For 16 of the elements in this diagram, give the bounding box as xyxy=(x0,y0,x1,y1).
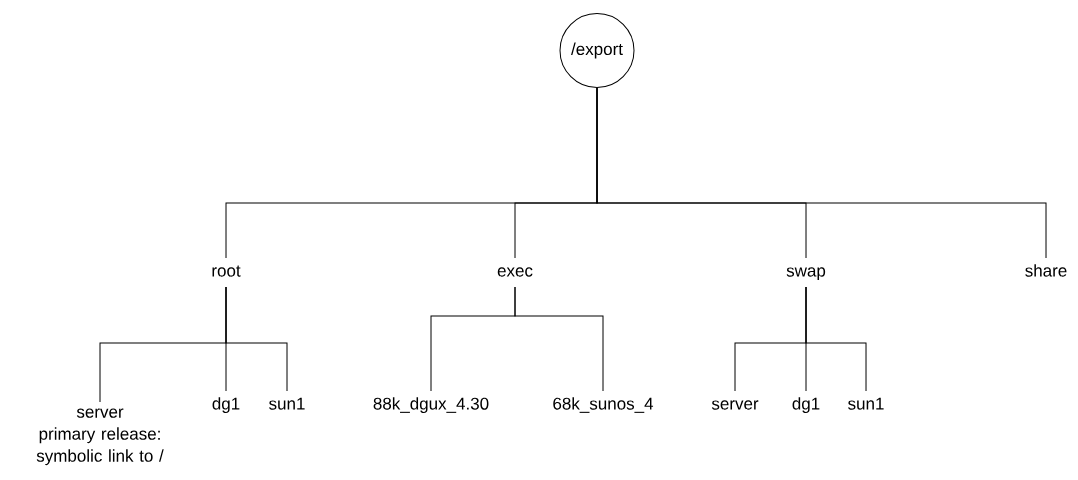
tree-line xyxy=(805,286,867,392)
directory-name: root xyxy=(212,265,241,277)
directory-name: sun1 xyxy=(848,397,884,410)
tree-line xyxy=(225,286,288,392)
directory-name: exec xyxy=(497,267,533,277)
directory-name: sun1 xyxy=(269,397,305,410)
directory-name: server primary release: symbolic link to / xyxy=(36,408,164,466)
directory-name: 88k_dgux_4.30 xyxy=(373,397,489,414)
directory-name: share xyxy=(1025,264,1067,277)
tree-line xyxy=(596,87,1047,259)
directory-name: dg1 xyxy=(792,397,820,414)
directory-name: swap xyxy=(786,267,826,281)
directory-name: dg1 xyxy=(212,397,240,414)
directory-name: 68k_sunos_4 xyxy=(553,397,654,413)
tree-line xyxy=(514,286,604,392)
directory-name: server xyxy=(711,400,759,410)
